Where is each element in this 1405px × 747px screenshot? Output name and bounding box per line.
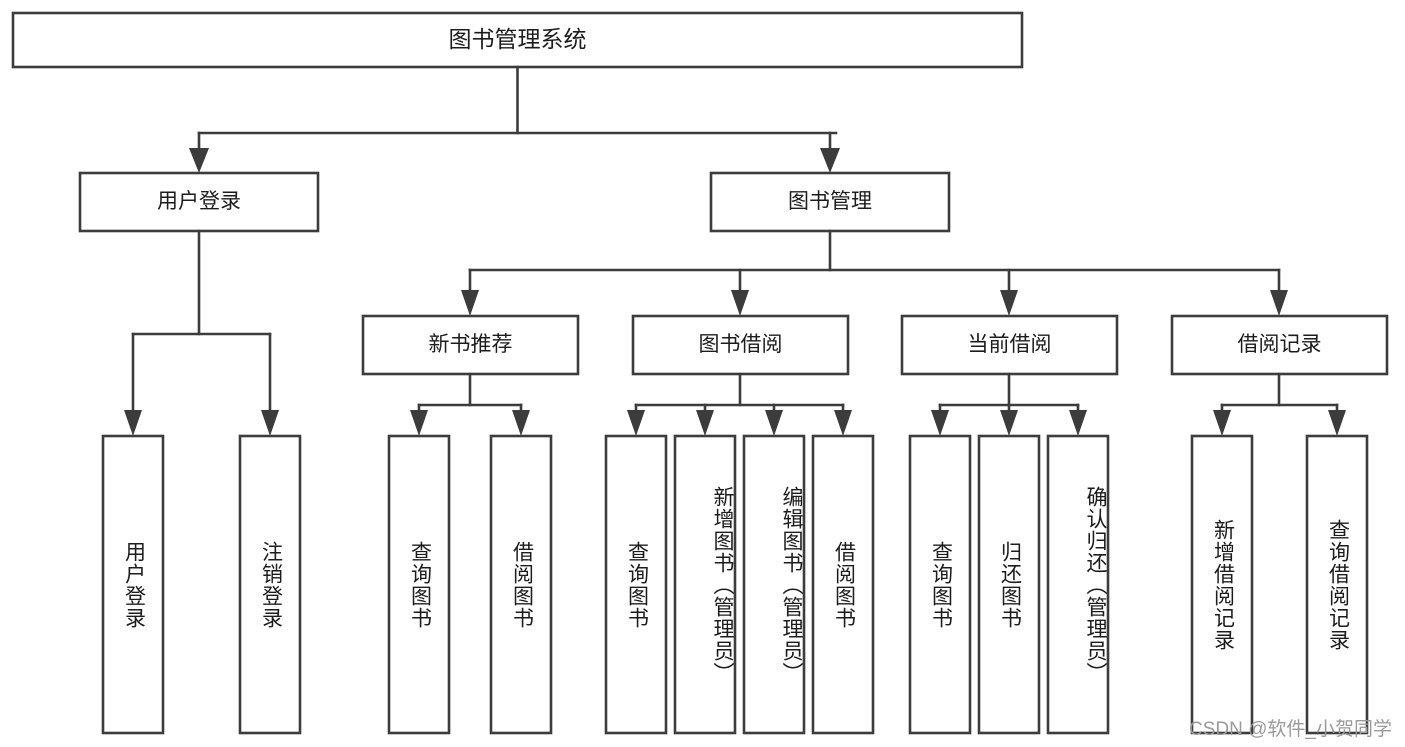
- node-current-borrow-box[interactable]: [900, 314, 1119, 376]
- node-leaf-cb-query-book-box[interactable]: [908, 434, 972, 735]
- arrow-head-book-borrow-leaf-1: [627, 410, 645, 436]
- node-user-login-box[interactable]: [78, 171, 320, 233]
- arrow-head-user-login-leaf-1: [124, 410, 142, 436]
- arrow-head-to-book-mgmt: [820, 148, 840, 173]
- arrow-head-current-borrow-leaf-3: [1069, 410, 1087, 436]
- arrow-head-borrow-record-leaf-1: [1213, 410, 1231, 436]
- arrow-head-to-user-login: [189, 148, 209, 173]
- arrow-head-book-borrow-leaf-4: [834, 410, 852, 436]
- node-leaf-user-login-box[interactable]: [101, 434, 165, 735]
- arrow-head-current-borrow-leaf-2: [1000, 410, 1018, 436]
- node-leaf-br-add-record-box[interactable]: [1190, 434, 1254, 735]
- node-book-management-box[interactable]: [709, 171, 951, 233]
- arrow-head-new-book-leaf-1: [410, 410, 428, 436]
- arrow-head-book-borrow-leaf-3: [765, 410, 783, 436]
- node-leaf-cb-return-book-box[interactable]: [977, 434, 1041, 735]
- arrow-head-user-login-leaf-2: [261, 410, 279, 436]
- node-leaf-br-query-record-box[interactable]: [1305, 434, 1369, 735]
- arrow-head-book-borrow-leaf-2: [696, 410, 714, 436]
- arrow-head-new-book-leaf-2: [512, 410, 530, 436]
- node-leaf-nb-query-book-box[interactable]: [387, 434, 451, 735]
- node-borrow-record-box[interactable]: [1170, 314, 1389, 376]
- node-leaf-bb-edit-book-box[interactable]: [742, 434, 806, 735]
- arrow-head-to-book-borrow: [731, 290, 749, 316]
- node-new-book-recommend-box[interactable]: [361, 314, 580, 376]
- node-leaf-bb-add-book-box[interactable]: [673, 434, 737, 735]
- node-root-box[interactable]: [11, 11, 1024, 69]
- arrow-head-current-borrow-leaf-1: [931, 410, 949, 436]
- node-leaf-user-logout-box[interactable]: [238, 434, 302, 735]
- arrow-head-to-new-book: [461, 290, 479, 316]
- node-leaf-nb-borrow-book-box[interactable]: [489, 434, 553, 735]
- node-leaf-bb-query-book-box[interactable]: [604, 434, 668, 735]
- node-book-borrow-box[interactable]: [631, 314, 850, 376]
- arrow-head-to-current-borrow: [1000, 290, 1018, 316]
- node-leaf-cb-confirm-return-box[interactable]: [1046, 434, 1110, 735]
- arrow-head-to-borrow-record: [1270, 290, 1288, 316]
- arrow-head-borrow-record-leaf-2: [1328, 410, 1346, 436]
- node-leaf-bb-borrow-book-box[interactable]: [811, 434, 875, 735]
